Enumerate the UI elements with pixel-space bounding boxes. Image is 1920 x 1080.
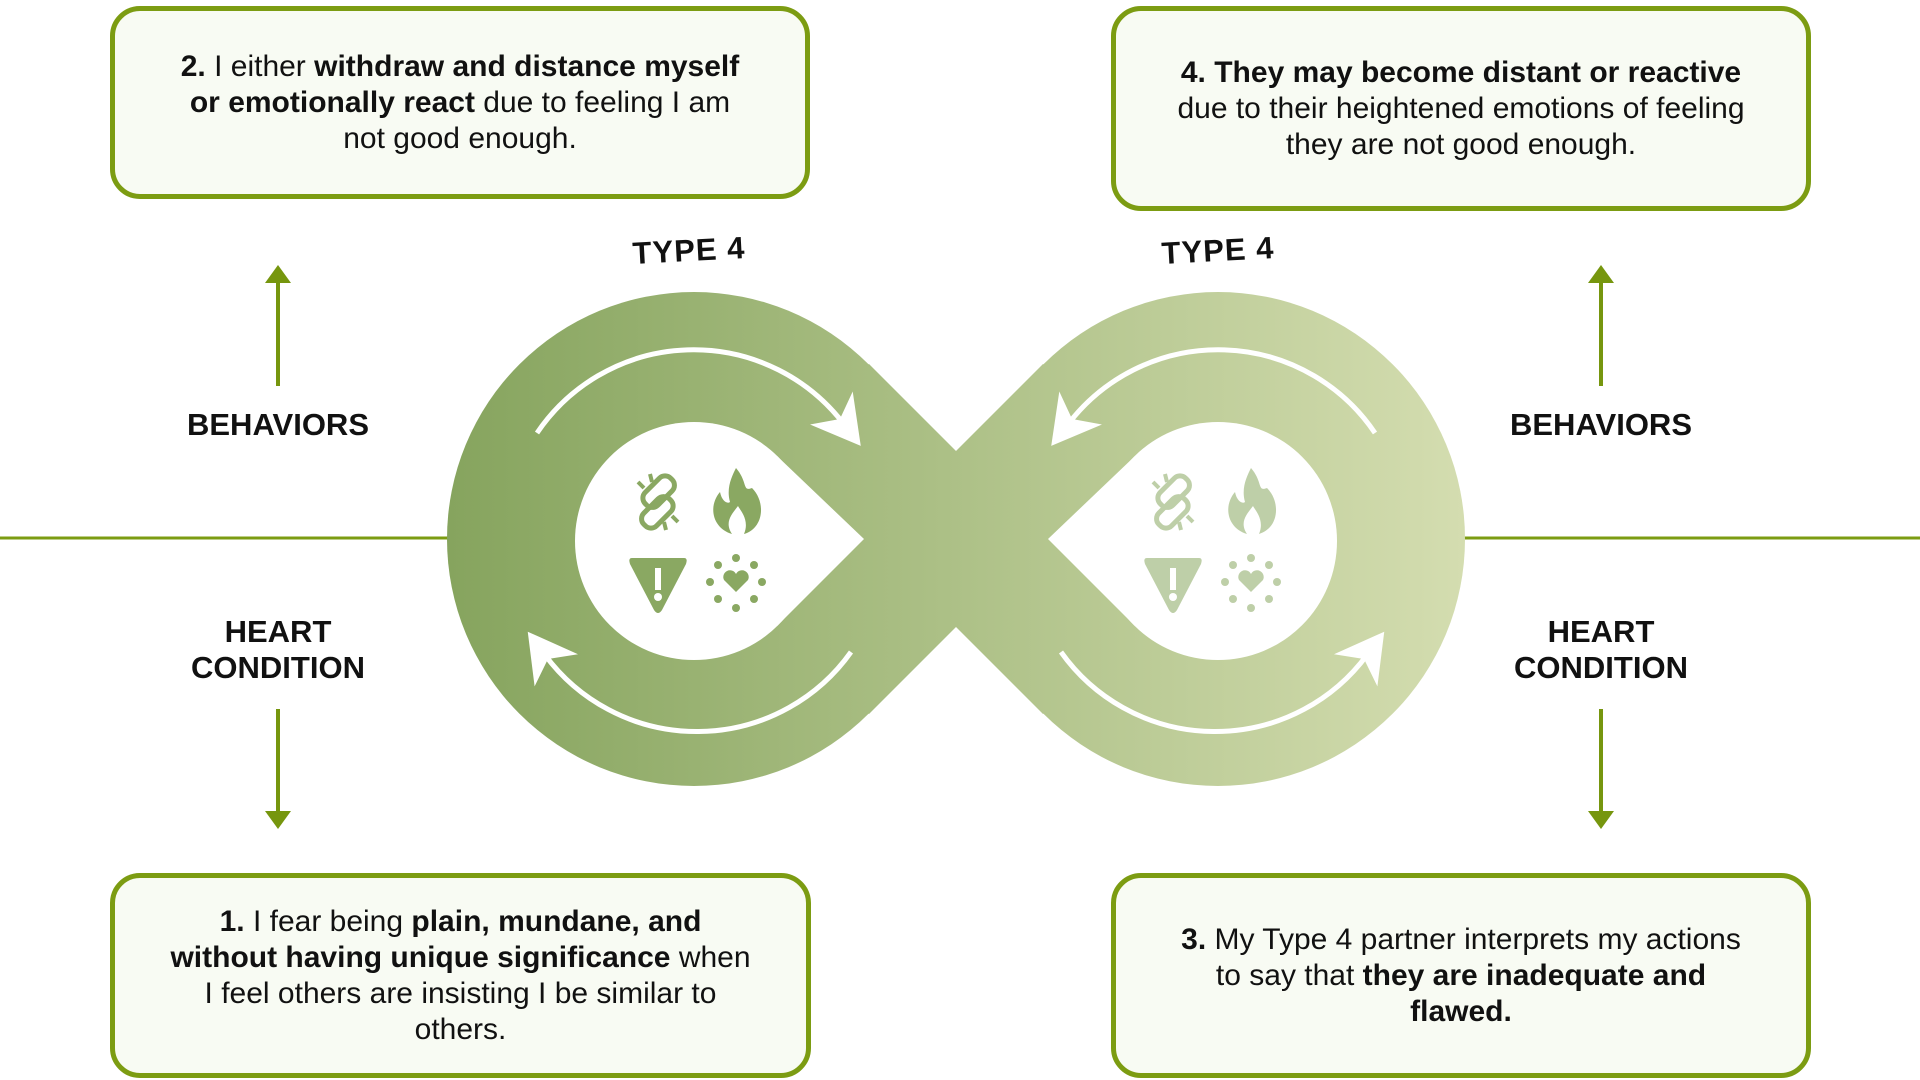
behavior-box-partner: 4. They may become distant or reactive d… bbox=[1111, 6, 1811, 211]
type-label-right: TYPE 4 bbox=[1160, 230, 1276, 271]
cycle-arrow bbox=[1051, 347, 1378, 446]
box-text: I fear being bbox=[244, 904, 412, 938]
type-label-left: TYPE 4 bbox=[631, 230, 747, 271]
warning-icon bbox=[629, 558, 687, 613]
fire-icon bbox=[713, 468, 762, 534]
step-number: 2. bbox=[180, 49, 206, 83]
box-text-bold: withdraw and distance myself or emotiona… bbox=[189, 49, 740, 119]
box-text-bold: plain, mundane, and without having uniqu… bbox=[170, 904, 702, 974]
heart-condition-label-left: HEART CONDITION bbox=[191, 614, 365, 686]
icon-group-left bbox=[629, 468, 766, 613]
box-text: when I feel others are insisting I be si… bbox=[204, 940, 751, 1046]
box-text: due to feeling I am not good enough. bbox=[343, 85, 731, 155]
label-line: HEART bbox=[224, 614, 332, 649]
cycle-arrow bbox=[527, 631, 854, 735]
cycle-arrow bbox=[534, 347, 861, 446]
step-number: 3. bbox=[1181, 922, 1207, 956]
heart-box-partner: 3. My Type 4 partner interprets my actio… bbox=[1111, 873, 1811, 1078]
behavior-box-self: 2. I either withdraw and distance myself… bbox=[110, 6, 810, 199]
label-line: HEART bbox=[1547, 614, 1655, 649]
cycle-arrows bbox=[527, 347, 1385, 735]
cycle-arrow bbox=[1058, 631, 1385, 735]
behaviors-label-right: BEHAVIORS bbox=[1509, 407, 1693, 442]
label-line: CONDITION bbox=[1514, 650, 1688, 685]
behaviors-label-left: BEHAVIORS bbox=[186, 407, 370, 442]
box-text-bold: 4. They may become distant or reactive bbox=[1180, 55, 1742, 89]
box-text-bold: they are inadequate and flawed. bbox=[1362, 958, 1707, 1028]
box-text: I either bbox=[205, 49, 315, 83]
box-text: My Type 4 partner interprets my actions … bbox=[1206, 922, 1741, 992]
heart-burst-icon bbox=[706, 554, 766, 612]
side-arrows bbox=[265, 265, 1614, 829]
step-number: 1. bbox=[219, 904, 245, 938]
box-text: due to their heightened emotions of feel… bbox=[1177, 91, 1745, 161]
label-line: CONDITION bbox=[191, 650, 365, 685]
heart-box-self: 1. I fear being plain, mundane, and with… bbox=[110, 873, 811, 1078]
heart-condition-label-right: HEART CONDITION bbox=[1514, 614, 1688, 686]
broken-link-icon bbox=[636, 473, 680, 531]
